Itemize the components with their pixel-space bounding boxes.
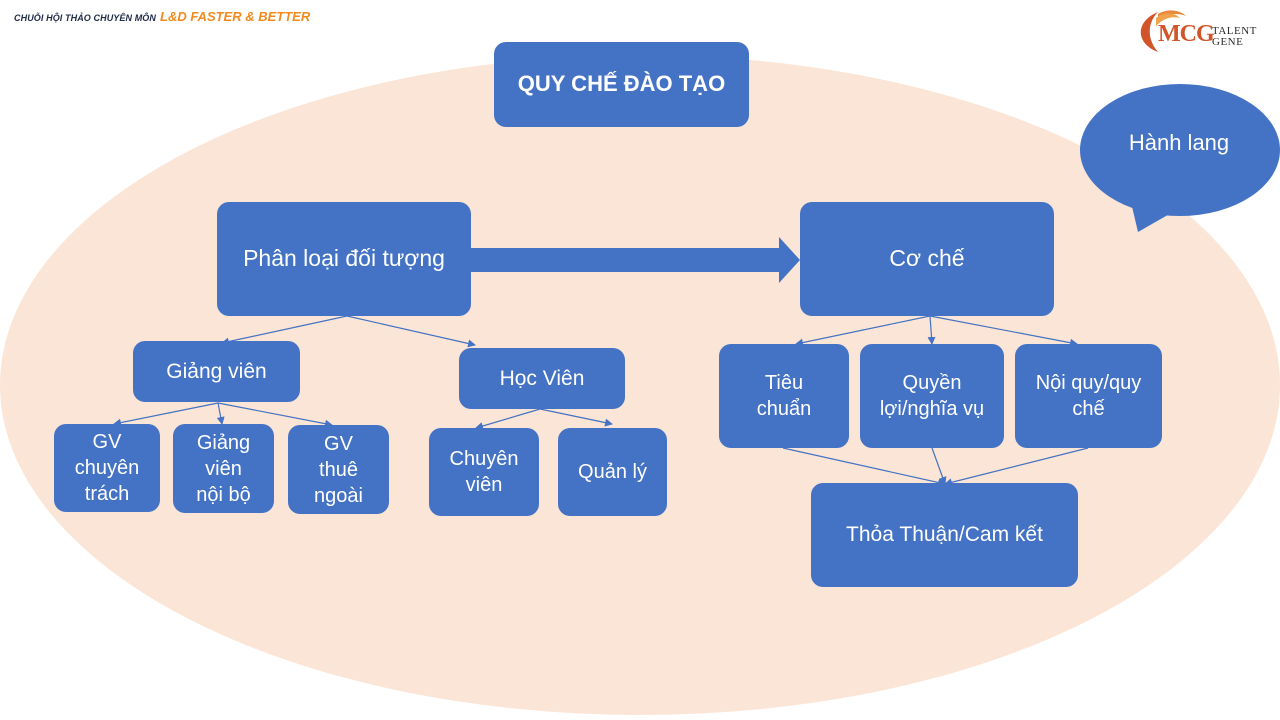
node-label-line: trách xyxy=(84,483,130,505)
connector-line xyxy=(475,408,541,430)
node-regulations: Nội quy/quy chế xyxy=(1015,344,1162,448)
node-learner: Học Viên xyxy=(459,348,625,409)
node-label-line: thuê xyxy=(319,458,358,481)
connector-line xyxy=(539,408,613,427)
node-internal-lecturer: Giảng viên nội bộ xyxy=(173,424,274,513)
series-title: CHUỖI HỘI THẢO CHUYÊN MÔN xyxy=(14,13,156,23)
node-label-line: chuyên xyxy=(74,457,140,479)
connector-line xyxy=(927,315,936,345)
node-label-line: nội bộ xyxy=(196,483,251,506)
node-agreement: Thỏa Thuận/Cam kết xyxy=(811,483,1078,587)
logo-brand: MCG xyxy=(1158,21,1215,47)
title-label: QUY CHẾ ĐÀO TẠO xyxy=(517,71,726,97)
connector-line xyxy=(782,447,946,487)
node-label: Giảng viên xyxy=(166,359,267,383)
node-label-line: Giảng xyxy=(196,431,251,454)
company-logo: MCG TALENT GENE xyxy=(1128,4,1268,56)
title-box: QUY CHẾ ĐÀO TẠO xyxy=(494,42,749,127)
connector-line xyxy=(221,315,348,346)
header: CHUỖI HỘI THẢO CHUYÊN MÔN L&D FASTER & BE… xyxy=(14,8,310,26)
node-label-line: lợi/nghĩa vụ xyxy=(879,398,985,420)
node-label-line: Tiêu xyxy=(764,372,804,394)
connector-line xyxy=(113,402,219,427)
node-label: Học Viên xyxy=(499,366,585,390)
node-label-line: chuẩn xyxy=(756,398,812,420)
node-label: Quản lý xyxy=(578,461,647,483)
connector-line xyxy=(217,402,333,428)
node-label-line: viên xyxy=(205,457,242,480)
node-label-line: chế xyxy=(1072,398,1105,420)
node-classification: Phân loại đối tượng xyxy=(217,202,471,316)
node-standard: Tiêu chuẩn xyxy=(719,344,849,448)
node-label-line: GV xyxy=(92,431,122,453)
node-label-line: Quyền xyxy=(902,372,962,394)
node-fulltime-lecturer: GV chuyên trách xyxy=(54,424,160,512)
block-arrow xyxy=(470,237,800,283)
connector-line xyxy=(929,315,1078,347)
node-label: Cơ chế xyxy=(889,245,965,272)
node-label-line: Chuyên xyxy=(449,448,519,470)
node-label-line: ngoài xyxy=(314,484,363,507)
logo-swoosh-icon xyxy=(1140,10,1186,52)
node-lecturer: Giảng viên xyxy=(133,341,300,402)
node-label: Phân loại đối tượng xyxy=(243,245,445,272)
callout-label: Hành lang xyxy=(1128,130,1230,155)
connector-line xyxy=(216,402,225,425)
node-specialist: Chuyên viên xyxy=(429,428,539,516)
node-manager: Quản lý xyxy=(558,428,667,516)
logo-line1: TALENT xyxy=(1212,25,1257,37)
node-external-lecturer: GV thuê ngoài xyxy=(288,425,389,514)
logo-line2: GENE xyxy=(1212,36,1244,48)
node-mechanism: Cơ chế xyxy=(800,202,1054,316)
node-label-line: viên xyxy=(465,474,503,496)
connector-line xyxy=(795,315,931,347)
node-rights-duties: Quyền lợi/nghĩa vụ xyxy=(860,344,1004,448)
speech-bubble xyxy=(1080,84,1280,232)
connector-line xyxy=(944,447,1089,487)
node-label-line: GV xyxy=(324,432,353,455)
node-label-line: Nội quy/quy xyxy=(1035,372,1142,394)
connector-line xyxy=(346,315,476,348)
connector-line xyxy=(931,447,947,485)
node-label: Thỏa Thuận/Cam kết xyxy=(846,523,1043,547)
program-title: L&D FASTER & BETTER xyxy=(160,9,311,24)
